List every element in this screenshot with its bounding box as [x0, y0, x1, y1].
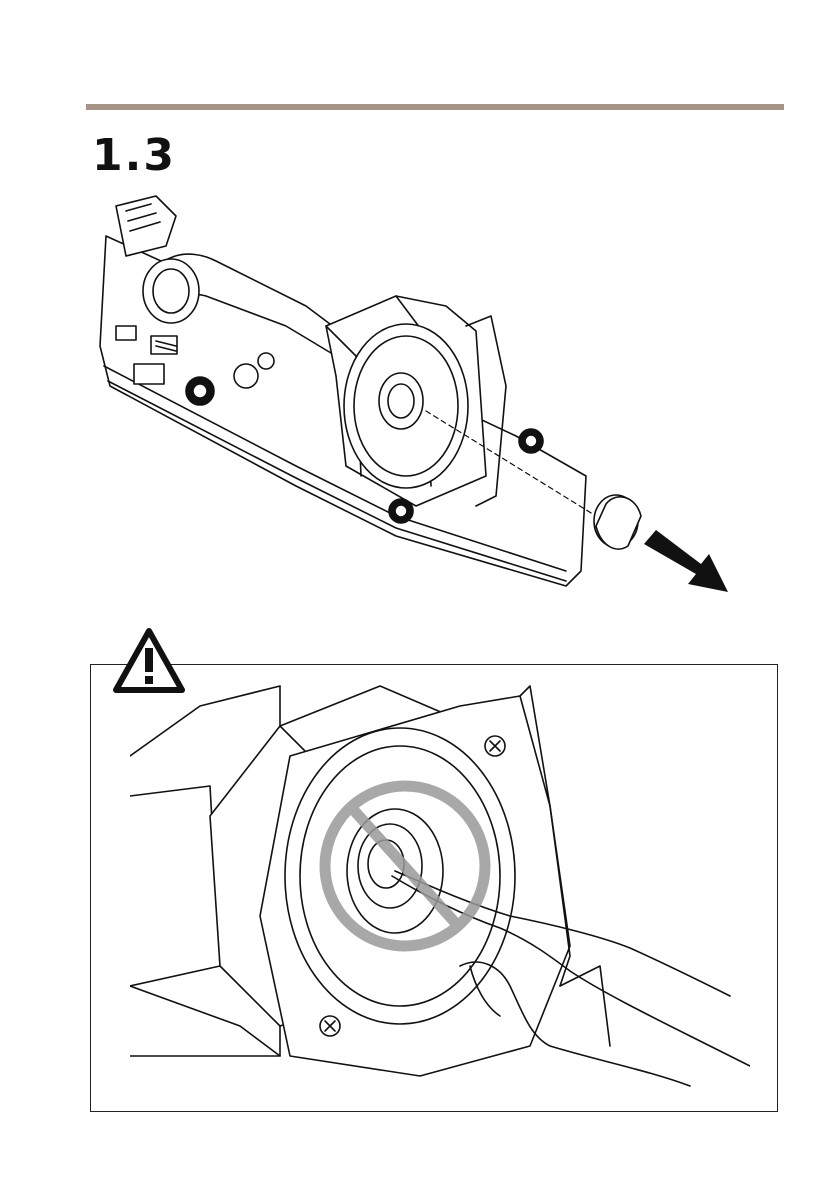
camera-housing-illustration: [96, 186, 746, 596]
lens-cap: [594, 495, 641, 549]
warning-triangle-icon: [112, 626, 186, 696]
section-divider: [86, 104, 784, 110]
do-not-touch-lens-illustration: [130, 666, 750, 1106]
step-number: 1.3: [92, 128, 176, 184]
arrow-down-right-icon: [644, 530, 728, 592]
